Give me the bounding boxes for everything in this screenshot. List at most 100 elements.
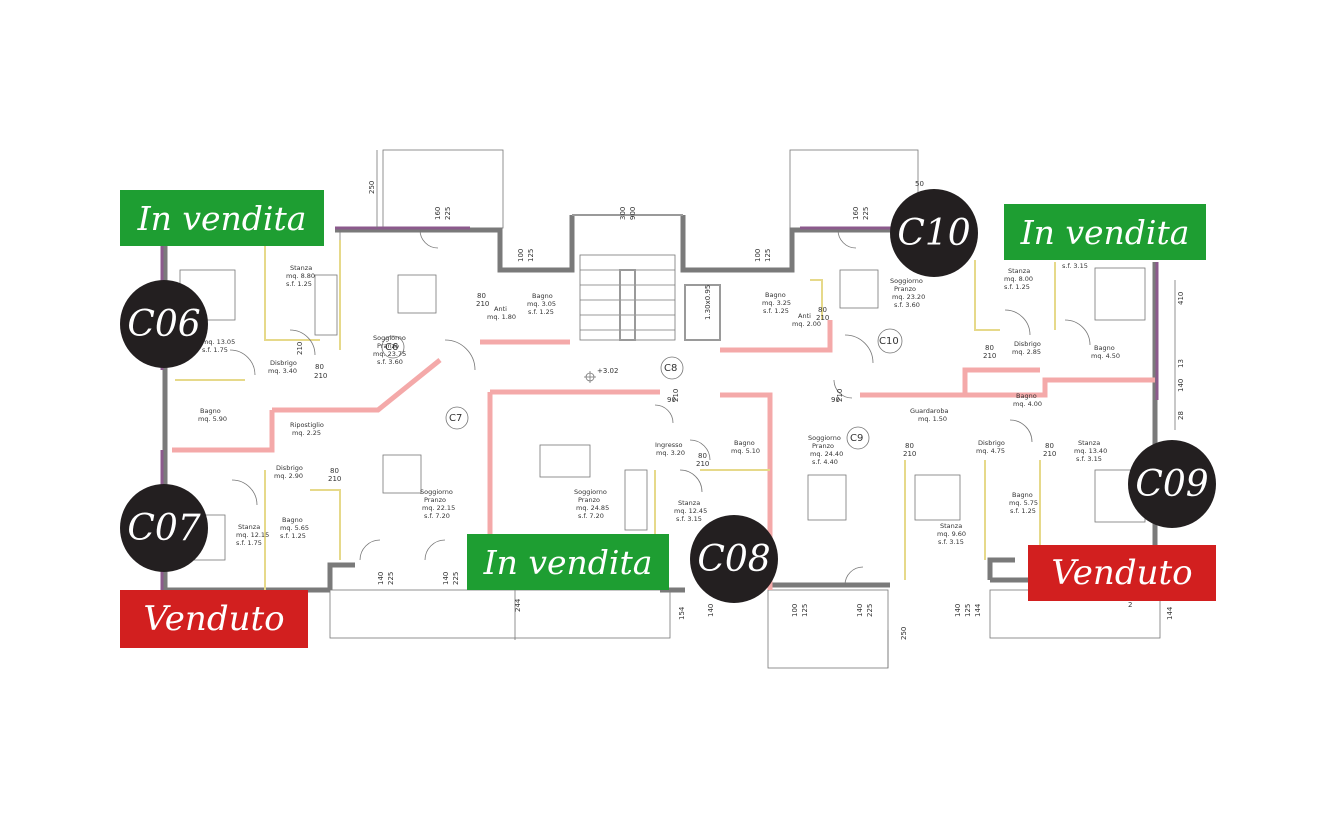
room-label: mq. 24.85 bbox=[576, 504, 609, 512]
tag-c8: C8 bbox=[664, 363, 677, 374]
room-label: mq. 3.20 bbox=[656, 449, 685, 457]
room-label: Guardaroba bbox=[910, 407, 948, 415]
dim-text: 90 bbox=[667, 396, 676, 404]
room-label: Bagno bbox=[765, 291, 786, 299]
room-label: Disbrigo bbox=[1014, 340, 1041, 348]
tag-c7: C7 bbox=[449, 413, 462, 424]
room-label: s.f. 1.25 bbox=[280, 532, 306, 540]
dim-text: 250 bbox=[900, 627, 908, 640]
room-label: Bagno bbox=[532, 292, 553, 300]
room-label: s.f. 3.15 bbox=[1062, 262, 1088, 270]
room-label: Bagno bbox=[1016, 392, 1037, 400]
dim-text: 28 bbox=[1177, 411, 1185, 420]
dimension-texts: 250 160 225 300 900 100 125 100 125 160 … bbox=[296, 180, 1185, 640]
room-label: Bagno bbox=[1012, 491, 1033, 499]
dim-text: 210 bbox=[476, 300, 489, 308]
unit-c10-marker[interactable]: C10 bbox=[890, 189, 978, 277]
dim-text: 80 bbox=[985, 344, 994, 352]
dimension-lines bbox=[339, 150, 1176, 668]
dim-text: 80 bbox=[905, 442, 914, 450]
dim-text: 140 bbox=[377, 572, 385, 585]
room-labels: Stanza mq. 8.80 s.f. 1.25 mq. 13.05 s.f.… bbox=[198, 262, 1120, 547]
room-label: Bagno bbox=[282, 516, 303, 524]
room-label: mq. 4.50 bbox=[1091, 352, 1120, 360]
dim-text: 225 bbox=[444, 207, 452, 220]
room-label: Bagno bbox=[1094, 344, 1115, 352]
room-label: mq. 4.75 bbox=[976, 447, 1005, 455]
dim-text: 225 bbox=[862, 207, 870, 220]
room-label: s.f. 1.25 bbox=[528, 308, 554, 316]
room-label: mq. 2.25 bbox=[292, 429, 321, 437]
dim-text: 210 bbox=[1043, 450, 1056, 458]
room-label: s.f. 7.20 bbox=[578, 512, 604, 520]
room-label: Bagno bbox=[734, 439, 755, 447]
tag-c10: C10 bbox=[879, 336, 899, 347]
dim-text: 1.30x0.95 bbox=[704, 285, 712, 320]
dim-text: 140 bbox=[442, 572, 450, 585]
room-label: Stanza bbox=[290, 264, 312, 272]
unit-c09-marker[interactable]: C09 bbox=[1128, 440, 1216, 528]
internal-walls bbox=[172, 320, 1155, 590]
room-label: Soggiorno bbox=[373, 334, 406, 342]
room-label: Stanza bbox=[238, 523, 260, 531]
room-label: mq. 3.25 bbox=[762, 299, 791, 307]
doors bbox=[229, 229, 1091, 586]
room-label: mq. 12.15 bbox=[236, 531, 269, 539]
room-label: mq. 5.90 bbox=[198, 415, 227, 423]
dim-text: 140 bbox=[1177, 379, 1185, 392]
room-label: s.f. 1.75 bbox=[202, 346, 228, 354]
dim-text: 250 bbox=[368, 181, 376, 194]
room-label: s.f. 4.40 bbox=[812, 458, 838, 466]
partitions bbox=[175, 240, 1056, 590]
dim-text: 140 bbox=[954, 604, 962, 617]
c07-status-badge: Venduto bbox=[120, 590, 308, 648]
dim-text: 50 bbox=[915, 180, 924, 188]
dim-text: 210 bbox=[328, 475, 341, 483]
dim-text: 2 bbox=[1128, 601, 1132, 609]
dim-text: 210 bbox=[903, 450, 916, 458]
room-label: mq. 22.15 bbox=[422, 504, 455, 512]
dim-text: 80 bbox=[477, 292, 486, 300]
dim-text: 125 bbox=[964, 604, 972, 617]
dim-text: 225 bbox=[452, 572, 460, 585]
plan-tags: C6 C7 C8 C9 C10 bbox=[381, 328, 903, 450]
dim-text: 210 bbox=[836, 389, 844, 402]
dim-text: 210 bbox=[314, 372, 327, 380]
dim-text: 13 bbox=[1177, 359, 1185, 368]
c08-status-badge: In vendita bbox=[467, 534, 669, 590]
dim-text: 300 bbox=[619, 207, 627, 220]
room-label: mq. 3.05 bbox=[527, 300, 556, 308]
c06-status-badge: In vendita bbox=[120, 190, 324, 246]
dim-text: 210 bbox=[983, 352, 996, 360]
room-label: s.f. 3.15 bbox=[1076, 455, 1102, 463]
room-label: mq. 9.60 bbox=[937, 530, 966, 538]
c09-status-badge: Venduto bbox=[1028, 545, 1216, 601]
dim-text: 900 bbox=[629, 207, 637, 220]
dim-text: 80 bbox=[315, 363, 324, 371]
dim-text: 100 bbox=[791, 604, 799, 617]
unit-c07-marker[interactable]: C07 bbox=[120, 484, 208, 572]
unit-c06-marker[interactable]: C06 bbox=[120, 280, 208, 368]
room-label: s.f. 3.15 bbox=[676, 515, 702, 523]
c10-status-badge: In vendita bbox=[1004, 204, 1206, 260]
dim-text: 100 bbox=[517, 249, 525, 262]
room-label: Pranzo bbox=[578, 496, 600, 504]
room-label: mq. 2.85 bbox=[1012, 348, 1041, 356]
room-label: mq. 2.00 bbox=[792, 320, 821, 328]
room-label: Stanza bbox=[1078, 439, 1100, 447]
room-label: Stanza bbox=[940, 522, 962, 530]
room-label: s.f. 1.25 bbox=[286, 280, 312, 288]
dim-text: 210 bbox=[816, 314, 829, 322]
dim-text: 80 bbox=[818, 306, 827, 314]
dim-text: 210 bbox=[672, 389, 680, 402]
room-label: Disbrigo bbox=[270, 359, 297, 367]
room-label: mq. 4.00 bbox=[1013, 400, 1042, 408]
dim-text: 160 bbox=[852, 207, 860, 220]
unit-c08-marker[interactable]: C08 bbox=[690, 515, 778, 603]
dim-text: 144 bbox=[1166, 606, 1174, 620]
room-label: Soggiorno bbox=[420, 488, 453, 496]
dim-text: 80 bbox=[1045, 442, 1054, 450]
room-label: Bagno bbox=[200, 407, 221, 415]
furniture bbox=[179, 267, 1146, 561]
room-label: s.f. 3.60 bbox=[377, 358, 403, 366]
